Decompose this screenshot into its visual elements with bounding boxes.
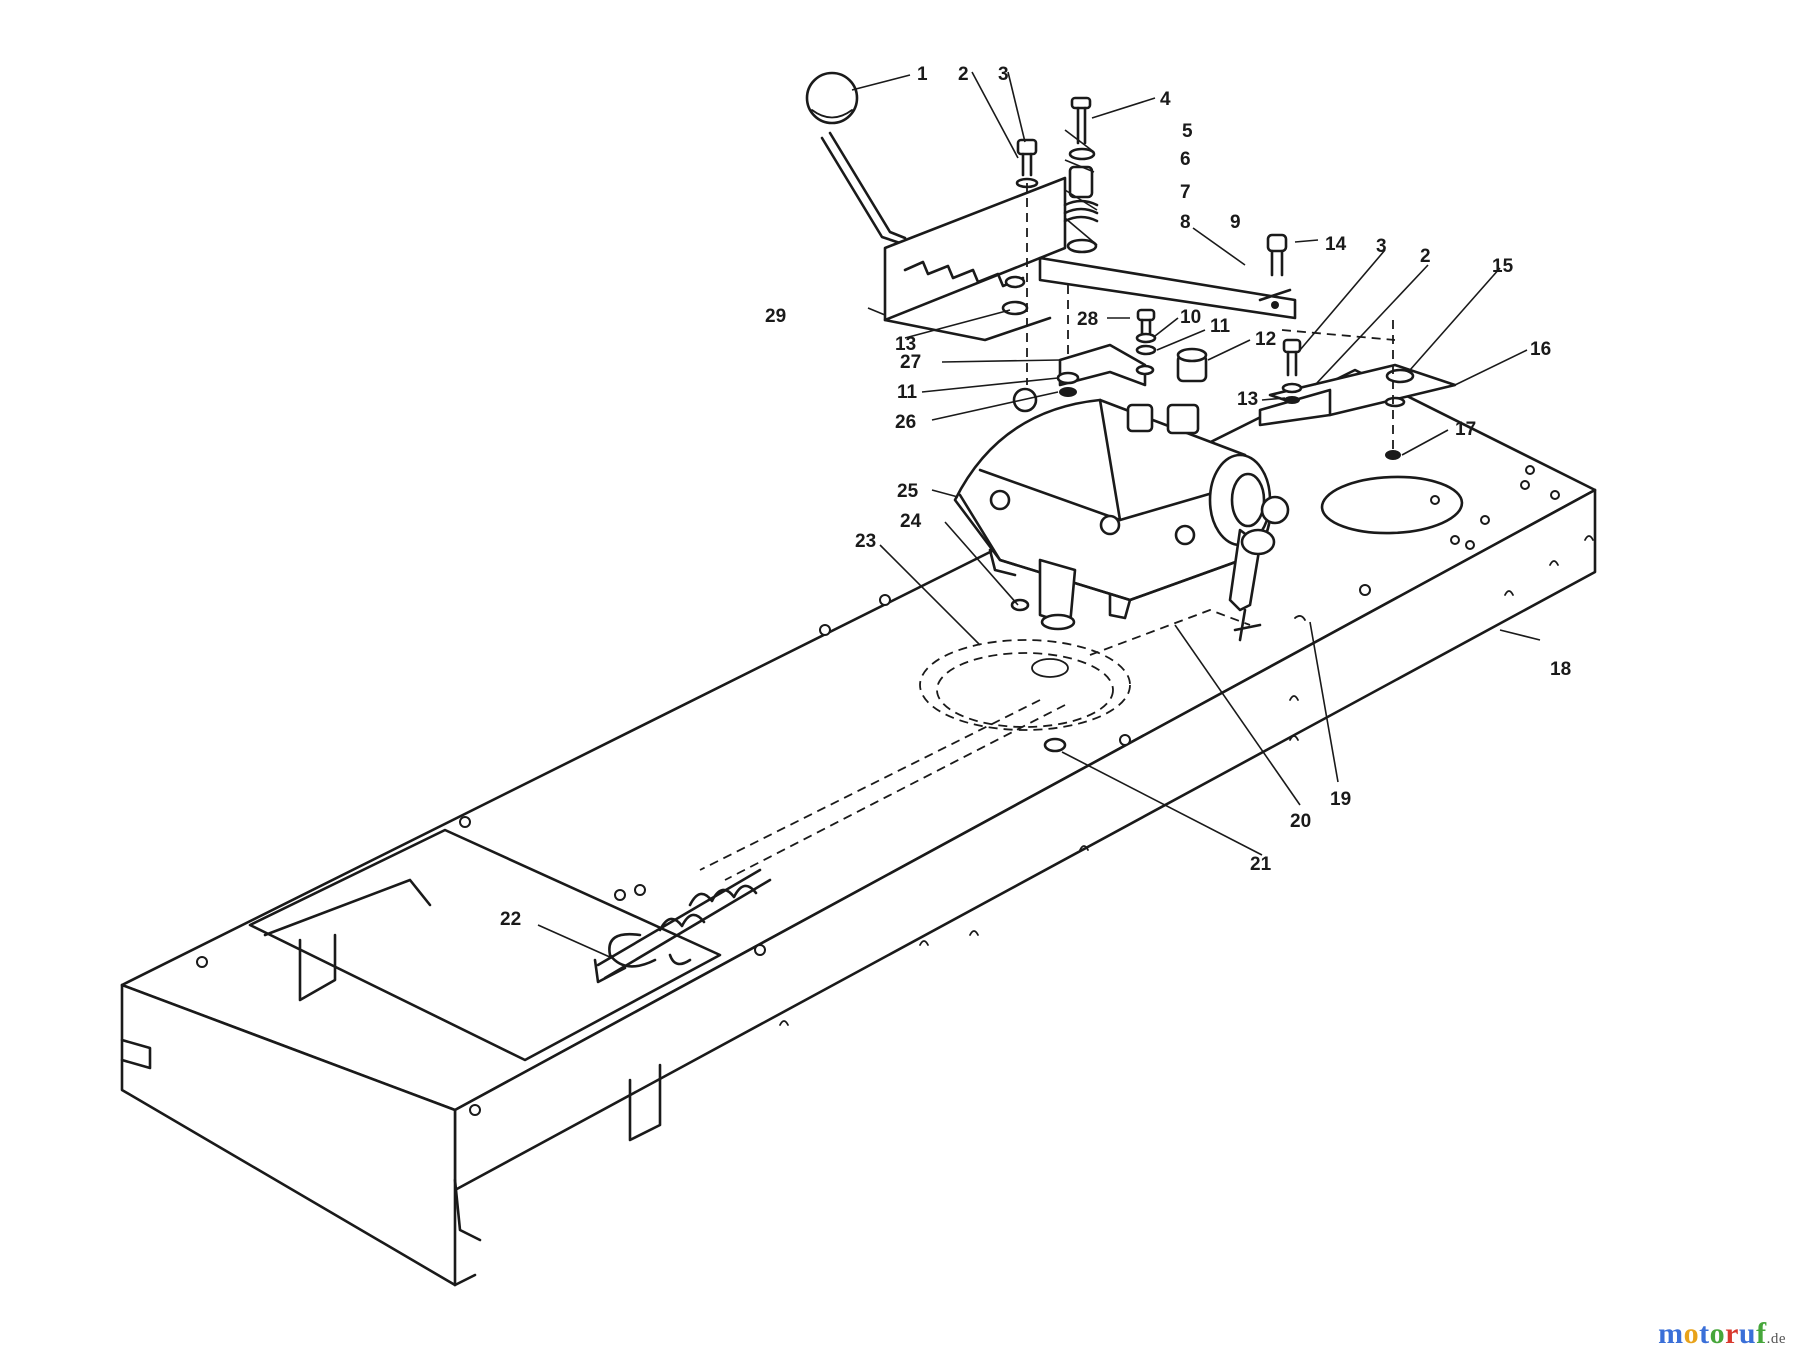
logo-letter: o [1683,1317,1700,1350]
fitting-12 [1176,347,1208,383]
bolt-3a [1015,138,1039,385]
bracket-16 [1258,320,1457,460]
leader-lines [537,71,1541,959]
drive-pulley [699,609,1251,881]
logo-letter: r [1725,1317,1739,1350]
small-hardware [1010,598,1306,753]
washer-stack-left [1056,371,1080,397]
callout-1: 1 [917,64,928,85]
frame-chassis [120,368,1597,1287]
callout-12: 12 [1255,329,1276,350]
callout-14: 14 [1325,234,1347,255]
callout-19: 19 [1330,789,1351,810]
bolt-stack [1063,96,1099,254]
callout-25: 25 [897,481,919,502]
callout-11: 11 [1210,316,1231,337]
callout-8: 8 [1180,212,1191,233]
callout-26: 26 [895,412,916,433]
logo-letter: t [1699,1317,1710,1350]
callout-24: 24 [900,511,922,532]
bracket-27 [1058,285,1155,387]
shift-arm [1038,256,1297,320]
logo-letter: o [1709,1317,1726,1350]
logo-tld: .de [1766,1331,1786,1347]
callout-16: 16 [1530,339,1551,360]
callout-29: 29 [765,306,786,327]
bolt-28 [1135,308,1157,356]
callout-9: 9 [1230,212,1241,233]
callout-13b: 13 [1237,389,1258,410]
callout-15: 15 [1492,256,1514,277]
callout-23: 23 [855,531,876,552]
callout-11b: 11 [897,382,918,403]
callout-28: 28 [1077,309,1098,330]
callout-22: 22 [500,909,521,930]
callout-13: 13 [895,334,916,355]
callout-27: 27 [900,352,921,373]
logo-letter: u [1738,1317,1757,1350]
callout-5: 5 [1182,121,1193,142]
motoruf-logo: motoruf.de [1658,1317,1786,1351]
logo-letter: f [1756,1317,1767,1350]
callout-10: 10 [1180,307,1201,328]
shift-lever [805,71,907,245]
shift-plate [883,176,1067,342]
callout-3: 3 [998,64,1009,85]
callout-7: 7 [1180,182,1191,203]
transaxle [953,387,1290,642]
callout-21: 21 [1250,854,1272,875]
callout-20: 20 [1290,811,1311,832]
callout-4: 4 [1160,89,1171,110]
brake-spring [593,868,772,984]
callout-2: 2 [958,64,969,85]
callout-18: 18 [1550,659,1571,680]
callout-6: 6 [1180,149,1191,170]
callout-2b: 2 [1420,246,1431,267]
bolt-14 [1266,233,1288,277]
logo-letter: m [1658,1317,1684,1350]
callout-3b: 3 [1376,236,1387,257]
callout-labels: 1 2 3 4 5 6 7 8 9 14 3 2 15 16 29 13 28 … [500,64,1571,930]
callout-17: 17 [1455,419,1476,440]
